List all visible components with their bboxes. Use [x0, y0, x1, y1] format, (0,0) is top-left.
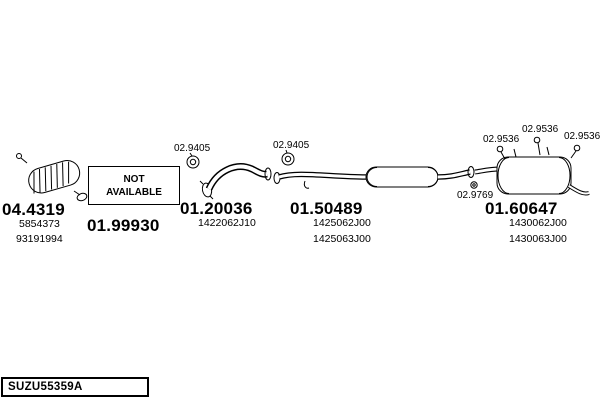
nut-icon: [470, 181, 478, 189]
leader-line: [570, 150, 577, 159]
not-available-box: NOT AVAILABLE: [88, 166, 180, 205]
part-number-catalytic-converter: 04.4319: [2, 200, 65, 219]
inlet-stub: [20, 157, 28, 164]
bolt-icon: [533, 136, 541, 156]
part-number-not-available: 01.99930: [87, 216, 160, 235]
ref-number: 1425063J00: [313, 233, 371, 245]
ref-number: 1430062J00: [509, 217, 567, 229]
leader-line: [189, 152, 193, 157]
part-number-front-pipe: 01.20036: [180, 199, 253, 218]
not-available-line2: AVAILABLE: [106, 186, 162, 198]
leader-line: [537, 142, 541, 156]
fastener-label-gasket: 02.9405: [174, 143, 211, 154]
leader-line: [285, 149, 288, 154]
leader-line: [500, 151, 506, 160]
diagram-code-box: SUZU55359A: [1, 377, 149, 397]
ref-number: 5854373: [19, 218, 60, 230]
ref-number: 1422062J10: [198, 217, 256, 229]
ref-number: 93191994: [16, 233, 63, 245]
hanger-pin: [513, 148, 517, 158]
center-pipe-drawing: [273, 166, 475, 189]
not-available-line1: NOT: [123, 173, 145, 185]
part-number-rear-muffler: 01.60647: [485, 199, 558, 218]
hanger-hook: [303, 180, 310, 189]
bolt-icon: [496, 145, 506, 160]
fastener-label-bolt: 02.9536: [483, 134, 520, 145]
fastener-label-bolt: 02.9536: [522, 124, 559, 135]
ref-number: 1430063J00: [509, 233, 567, 245]
part-number-center-pipe: 01.50489: [290, 199, 363, 218]
gasket-ring-icon: [281, 149, 295, 166]
fastener-label-bolt: 02.9536: [564, 131, 600, 142]
bolt-icon: [570, 144, 581, 159]
gasket-ring-icon: [186, 152, 200, 169]
catalytic-converter-drawing: [16, 153, 88, 202]
front-pipe-drawing: [199, 163, 272, 200]
ref-number: 1425062J00: [313, 217, 371, 229]
hanger-pin: [546, 146, 550, 156]
fastener-label-nut: 02.9769: [457, 190, 494, 201]
rear-muffler-drawing: [474, 146, 590, 196]
diagram-code: SUZU55359A: [8, 381, 83, 393]
fastener-label-gasket: 02.9405: [273, 140, 310, 151]
